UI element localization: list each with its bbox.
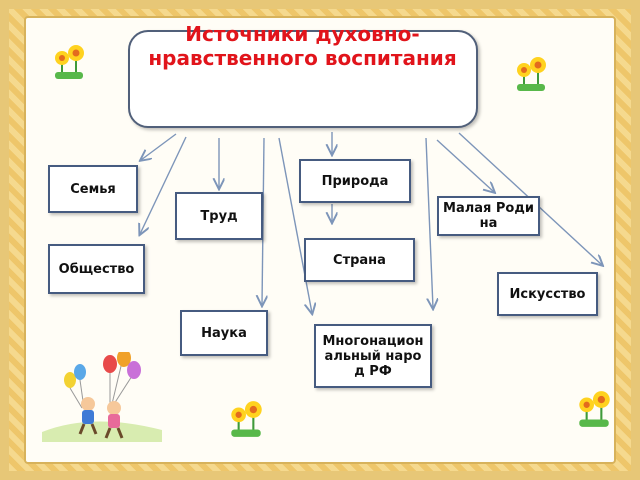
box-priroda: Природа bbox=[299, 159, 411, 203]
arrow-to-malaya-rodina bbox=[436, 139, 494, 192]
arrow-to-nauka bbox=[262, 137, 264, 305]
box-semya: Семья bbox=[48, 165, 138, 213]
flower-icon bbox=[579, 391, 610, 427]
diagram-title: Источники духовно-нравственного воспитан… bbox=[148, 22, 457, 70]
box-strana: Страна bbox=[304, 238, 415, 282]
arrow-to-narod bbox=[278, 137, 312, 313]
box-malaya-rodina: Малая Родина bbox=[437, 196, 540, 236]
box-narod: Многонациональный народ РФ bbox=[314, 324, 432, 388]
arrow-to-semya bbox=[141, 133, 177, 160]
flower-icon bbox=[231, 401, 262, 437]
children-balloons-icon bbox=[42, 352, 162, 442]
box-iskusstvo: Искусство bbox=[497, 272, 598, 316]
flower-icon bbox=[517, 57, 546, 91]
arrow-to-narod-right bbox=[425, 137, 433, 308]
flower-icon bbox=[55, 45, 84, 79]
box-obshchestvo: Общество bbox=[48, 244, 145, 294]
box-nauka: Наука bbox=[180, 310, 268, 356]
arrow-to-obshchestvo bbox=[140, 136, 187, 234]
box-trud: Труд bbox=[175, 192, 263, 240]
title-box bbox=[128, 30, 478, 128]
